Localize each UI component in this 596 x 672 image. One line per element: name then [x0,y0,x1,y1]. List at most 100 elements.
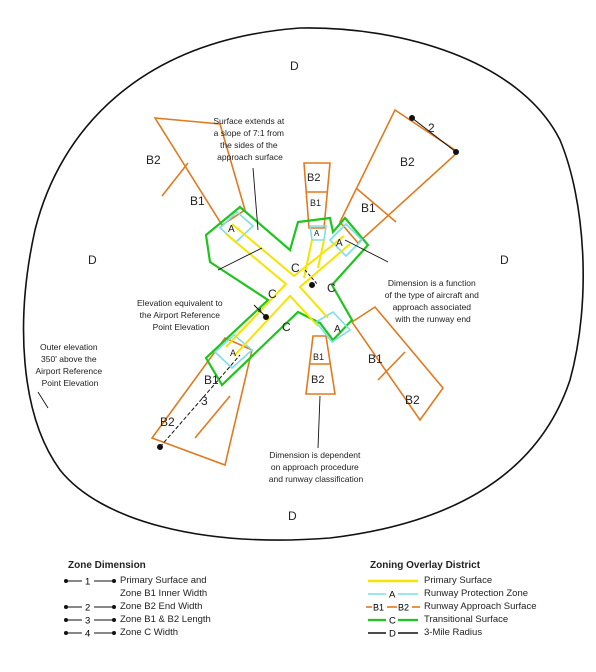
approach-surface-se [350,305,445,422]
note-dimension-dependent-line-2: on approach procedure [271,462,359,472]
zone-d-bottom: D [288,509,297,523]
legend-zone-dimension-row-3: 3 Zone B1 & B2 Length [64,614,264,626]
legend-label: Runway Approach Surface [424,601,537,612]
legend-zone-dimension-row-4: 4 Zone C Width [64,627,264,639]
zone-b1-ne: B1 [361,201,376,215]
zone-b2-nw: B2 [146,153,161,167]
zone-b2-s: B2 [311,374,324,386]
zone-a-sw: A [230,348,236,358]
leader-lines [37,167,389,449]
primary-surface [225,223,351,357]
protection-zone-se [314,310,352,344]
legend-label: Zone C Width [120,627,179,638]
dimension-marker-4-icon: 4 [64,629,116,640]
legend-label: Runway Protection Zone [424,588,529,599]
note-outer-elevation-line-4: Point Elevation [42,378,99,388]
note-surface-slope-line-1: Surface extends at [213,116,285,126]
note-outer-elevation-line-1: Outer elevation [40,342,98,352]
svg-text:B2: B2 [398,603,409,613]
dimension-markers [157,115,459,450]
approach-divider-sw [194,395,231,439]
dimension-dot-2b [453,149,459,155]
zone-a-ne: A [336,238,343,249]
legend-zoning-overlay-title: Zoning Overlay District [370,560,481,571]
zone-c-left: C [268,287,277,301]
legend-zoning-row-approach: B1 B2 Runway Approach Surface [366,601,591,613]
primary-surface-north-stub-right [317,239,325,269]
dimension-dot-1 [309,282,315,288]
svg-text:A: A [389,590,396,601]
svg-text:D: D [389,629,396,640]
dimension-dot-3 [157,444,163,450]
legend-zoning-row-transitional: C Transitional Surface [366,614,591,626]
zone-a-se: A [334,324,341,335]
note-elevation-equivalent-line-1: Elevation equivalent to [137,298,223,308]
note-dimension-function-line-3: approach associated [393,302,472,312]
note-dimension-dependent: Dimension is dependent on approach proce… [269,450,364,484]
legend-label: Primary Surface [424,575,493,586]
svg-text:4: 4 [85,629,90,640]
zone-b2-n: B2 [307,172,320,184]
note-dimension-function-line-2: of the type of aircraft and [385,290,479,300]
note-dimension-function: Dimension is a function of the type of a… [385,278,481,324]
legend-label: 3-Mile Radius [424,627,483,638]
note-outer-elevation-line-3: Airport Reference [36,366,103,376]
note-dimension-dependent-line-3: and runway classification [269,474,364,484]
zone-c-center: C [291,261,300,275]
approach-divider-se [377,351,406,381]
note-dimension-function-line-1: Dimension is a function [388,278,476,288]
dimension-line-3 [159,354,241,448]
primary-surface-north-stub-left [303,239,313,279]
primary-surface-runway-b-south-edge [233,294,319,357]
zone-b1-s: B1 [313,352,324,362]
zone-c-lower: C [282,320,291,334]
dimension-marker-3-icon: 3 [64,616,116,626]
legend-zone-dimension-row-1b: Zone B1 Inner Width [64,588,264,600]
runway-protection-swatch-icon: A [368,590,418,601]
note-surface-slope-line-2: a slope of 7:1 from [214,128,284,138]
note-elevation-equivalent-line-3: Point Elevation [153,322,210,332]
zone-a-nw: A [228,224,235,235]
three-mile-radius-swatch-icon: D [368,629,418,640]
protection-zone-ne [328,222,364,258]
approach-surface-s [305,335,336,395]
legend-label: Zone B2 End Width [120,601,203,612]
dimension-dot-2a [409,115,415,121]
note-outer-elevation: Outer elevation 350' above the Airport R… [36,342,105,388]
note-surface-slope-line-3: the sides of the [220,140,278,150]
leader-elevation-equivalent [217,247,263,271]
legend-zone-dimension-row-2: 2 Zone B2 End Width [64,601,264,613]
leader-dimension-function [344,239,389,263]
transitional-surface [204,205,370,387]
leader-surface-slope [252,167,259,231]
dimension-line-1 [304,269,319,286]
zone-labels: D D D D B2 B1 A B2 B1 A B2 B1 A C C C C … [88,59,509,523]
note-dimension-dependent-line-1: Dimension is dependent [269,450,361,460]
legend-zoning-row-protection: A Runway Protection Zone [366,588,591,600]
note-outer-elevation-line-2: 350' above the [41,354,97,364]
svg-text:2: 2 [85,603,90,614]
svg-text:B1: B1 [373,603,384,613]
legend-zoning-row-primary: Primary Surface [366,575,591,587]
zone-a-n: A [314,229,320,238]
note-dimension-function-line-4: with the runway end [394,314,471,324]
zone-b2-se: B2 [405,393,420,407]
zone-b2-sw: B2 [160,415,175,429]
primary-surface-runway-a-south-edge [225,233,288,348]
zone-b1-n: B1 [310,198,321,208]
legend-label: Zone B1 Inner Width [120,588,208,599]
airport-zoning-diagram: D D D D B2 B1 A B2 B1 A B2 B1 A C C C C … [22,27,584,541]
approach-surface-ne [339,108,460,245]
zone-d-left: D [88,253,97,267]
dimension-marker-1-icon: 1 [64,577,116,587]
primary-surface-runway-b-north-edge [298,243,351,319]
primary-surface-runway-a-north-edge [231,223,345,278]
legend-label: Primary Surface and [120,575,207,586]
runway-approach-swatch-icon: B1 B2 [366,603,420,613]
approach-divider-ne [355,187,397,223]
approach-surface-n [303,162,331,229]
legend-zone-dimension-row-1: 1 Primary Surface and [64,575,264,587]
dimension-marker-2-icon: 2 [64,603,116,614]
zone-c-right: C [327,281,336,295]
three-mile-radius-boundary [22,27,584,541]
